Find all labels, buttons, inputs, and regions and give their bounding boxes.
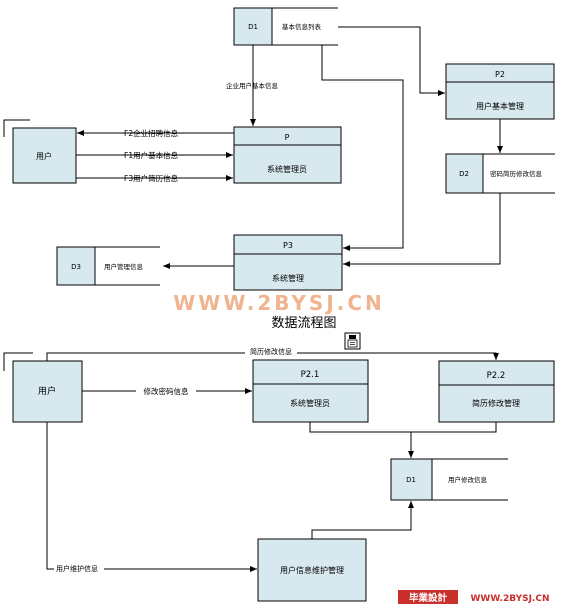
d3-id: D3 bbox=[71, 263, 81, 271]
d1-data-store-bottom: D1 用户修改信息 bbox=[390, 458, 508, 501]
user-entity-top: 用户 bbox=[12, 127, 77, 184]
p-label: 系统管理员 bbox=[267, 164, 307, 174]
edge-user-to-maint bbox=[46, 422, 257, 572]
p3-label: 系统管理 bbox=[272, 273, 304, 283]
footer-logo-text: 毕業設計 bbox=[409, 592, 448, 604]
process-p2: P2 用户基本管理 bbox=[445, 63, 555, 120]
diagram-title: 数据流程图 bbox=[271, 316, 336, 331]
user-label-bottom: 用户 bbox=[38, 385, 56, 397]
edge-f2-label: F2企业招聘信息 bbox=[124, 128, 179, 138]
edge-p22-to-d1 bbox=[411, 422, 497, 433]
edge-maint-label: 用户维护信息 bbox=[56, 564, 98, 573]
edge-resume-label: 简历修改信息 bbox=[250, 347, 292, 356]
d1-data-store: D1 基本信息列表 bbox=[233, 7, 338, 46]
edge-pwd-label-bg bbox=[136, 386, 196, 396]
edge-maint-to-d1 bbox=[311, 501, 414, 539]
user-entity-bottom: 用户 bbox=[12, 360, 83, 423]
process-p22: P2.2 简历修改管理 bbox=[438, 360, 555, 423]
edge-pwd-label: 修改密码信息 bbox=[144, 386, 189, 396]
process-p21: P2.1 系统管理员 bbox=[252, 359, 369, 423]
footer-logo: 毕業設計 bbox=[398, 590, 458, 604]
clipboard-icon[interactable] bbox=[344, 332, 361, 350]
edge-p21-to-d1 bbox=[309, 422, 414, 458]
p-id: P bbox=[285, 133, 290, 142]
edge-d2-to-p3 bbox=[343, 193, 501, 267]
d1-id: D1 bbox=[248, 23, 258, 31]
edge-d1-to-p2 bbox=[338, 26, 445, 96]
edge-f1-label: F1用户基本信息 bbox=[124, 150, 179, 160]
user-label-top: 用户 bbox=[36, 151, 52, 161]
user-corner-mark-bottom bbox=[3, 352, 33, 371]
d1-bottom-label: 用户修改信息 bbox=[448, 475, 488, 484]
p21-id: P2.1 bbox=[301, 370, 320, 380]
d1-label: 基本信息列表 bbox=[282, 22, 322, 31]
d2-id: D2 bbox=[459, 170, 469, 178]
process-maint: 用户信息维护管理 bbox=[257, 538, 367, 602]
maint-label: 用户信息维护管理 bbox=[280, 565, 344, 575]
d3-label: 用户管理信息 bbox=[104, 262, 144, 271]
p22-id: P2.2 bbox=[487, 371, 506, 381]
p21-label: 系统管理员 bbox=[290, 398, 330, 408]
p2-label: 用户基本管理 bbox=[476, 101, 524, 111]
edge-f3-label: F3用户简历信息 bbox=[124, 173, 179, 183]
edge-resume-label-bg bbox=[245, 346, 297, 356]
user-corner-mark bbox=[3, 119, 30, 137]
d3-data-store: D3 用户管理信息 bbox=[56, 246, 160, 286]
p2-id: P2 bbox=[495, 70, 505, 79]
process-p: P 系统管理员 bbox=[233, 126, 342, 184]
p22-label: 简历修改管理 bbox=[472, 398, 520, 408]
d2-data-store: D2 密码简历修改信息 bbox=[445, 153, 555, 194]
footer-url: WWW.2BYSJ.CN bbox=[470, 594, 549, 604]
edge-d1-to-p3 bbox=[321, 45, 404, 251]
d1-bottom-id: D1 bbox=[406, 476, 416, 484]
p3-id: P3 bbox=[283, 241, 293, 250]
d2-label: 密码简历修改信息 bbox=[490, 169, 543, 178]
watermark: WWW.2BYSJ.CN bbox=[173, 291, 385, 315]
edge-d1-p-label: 企业用户基本信息 bbox=[226, 81, 279, 90]
edge-maint-label-bg bbox=[54, 563, 104, 573]
process-p3: P3 系统管理 bbox=[233, 234, 343, 291]
